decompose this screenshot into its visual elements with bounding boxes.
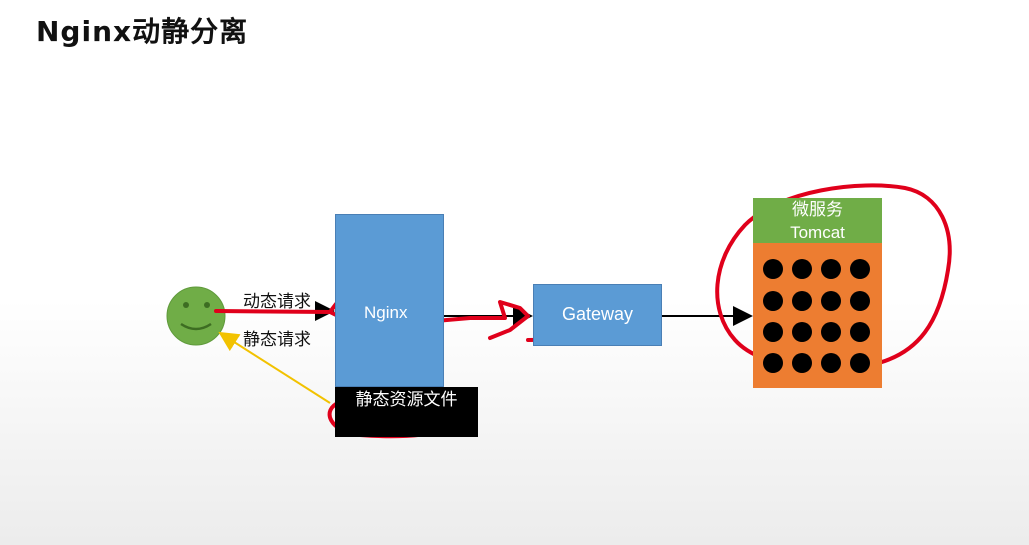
instance-dot [792,291,812,311]
gateway-label: Gateway [561,304,634,324]
nginx-node: Nginx [335,214,444,387]
instance-dot [850,291,870,311]
instance-dot [821,259,841,279]
instance-dot [850,259,870,279]
microservice-label: 微服务 [792,200,843,220]
tomcat-label: Tomcat [790,223,845,242]
static-request-label: 静态请求 [243,330,311,350]
instance-dot [763,353,783,373]
static-files-label: 静态资源文件 [355,390,458,410]
instance-dot [792,259,812,279]
instance-dot [792,322,812,342]
nginx-label: Nginx [364,303,408,322]
microservice-instances [753,243,882,388]
instance-dot [850,322,870,342]
instance-dot [763,322,783,342]
instance-dot [850,353,870,373]
instance-dot [763,259,783,279]
microservice-header: 微服务 Tomcat [753,198,882,243]
instance-dot [792,353,812,373]
instance-dot [821,291,841,311]
static-files-node: 静态资源文件 [335,387,478,437]
static-response-arrow [218,331,331,404]
instance-dot [763,291,783,311]
dynamic-request-label: 动态请求 [243,292,311,312]
page-title: Nginx动静分离 [36,15,249,48]
smiley-face-icon [166,286,226,346]
instance-dot [821,322,841,342]
instance-dot [821,353,841,373]
gateway-node: Gateway [533,284,662,346]
